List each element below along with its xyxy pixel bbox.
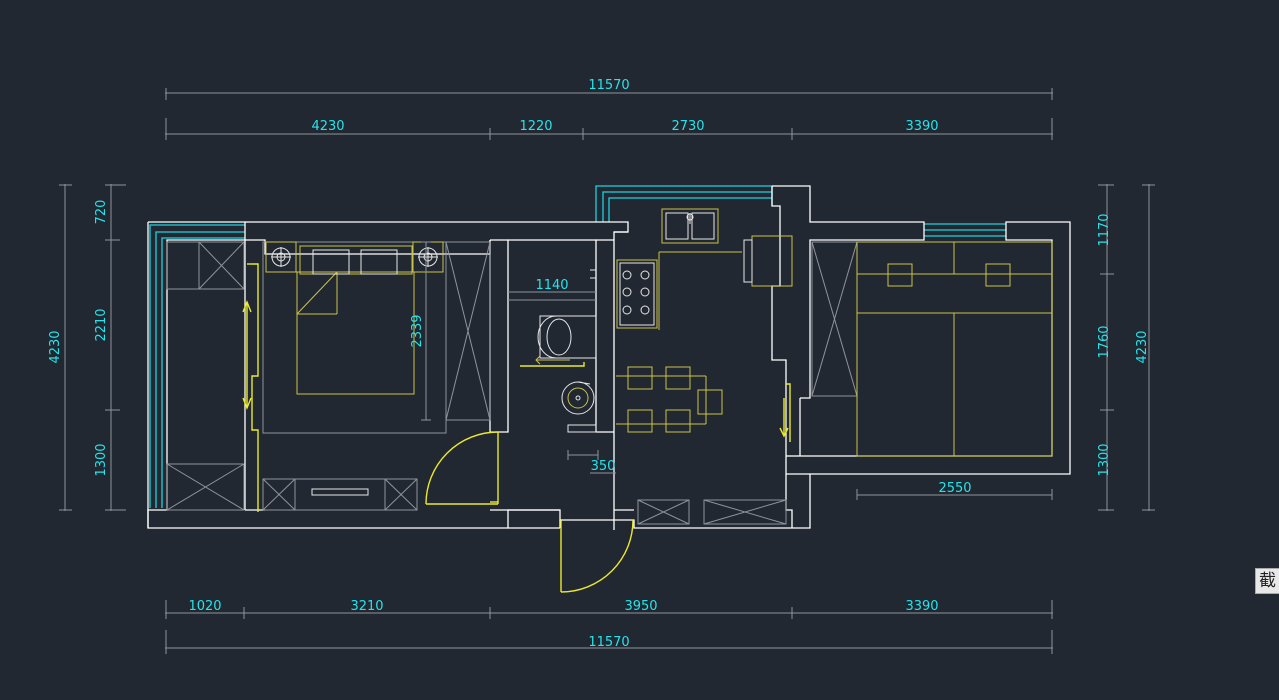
dim-top-2: 1220 [519, 119, 552, 134]
top-dimension-lines [165, 88, 1053, 140]
dim-bath-width: 1140 [535, 278, 568, 293]
screenshot-tool-tab[interactable]: 截 [1255, 568, 1279, 594]
dim-left-2: 2210 [94, 308, 109, 341]
dim-left-total: 4230 [48, 330, 63, 363]
dim-right-1: 1170 [1097, 213, 1112, 246]
bathroom-fixtures [508, 269, 616, 474]
dim-left-1: 720 [94, 200, 109, 225]
dim-sink: 350 [591, 459, 616, 474]
dim-top-total: 11570 [588, 78, 629, 93]
dim-top-4: 3390 [905, 119, 938, 134]
right-dimension-lines [1098, 184, 1155, 511]
dim-bottom-3: 3950 [624, 599, 657, 614]
dim-left-3: 1300 [94, 443, 109, 476]
dimension-labels: 11570 4230 1220 2730 3390 1020 3210 3950… [48, 78, 1150, 650]
dim-right-3: 1300 [1097, 443, 1112, 476]
dim-bed-depth: 2339 [410, 314, 425, 347]
dim-bottom-1: 1020 [188, 599, 221, 614]
dim-bottom-total: 11570 [588, 635, 629, 650]
dim-top-3: 2730 [671, 119, 704, 134]
bottom-dimension-lines [165, 600, 1053, 654]
left-wardrobes [166, 241, 245, 511]
dim-right-2: 1760 [1097, 325, 1112, 358]
windows [149, 185, 1006, 508]
right-room-furniture [811, 241, 1053, 500]
dim-right-total: 4230 [1135, 330, 1150, 363]
bedroom-door [425, 431, 499, 505]
walls [147, 185, 1071, 530]
dim-right-room: 2550 [938, 481, 971, 496]
dim-bottom-2: 3210 [350, 599, 383, 614]
bedroom-furniture [242, 241, 491, 512]
kitchen-fixtures [616, 208, 793, 525]
left-dimension-lines [59, 184, 126, 511]
entrance-door [560, 519, 634, 593]
dim-bottom-4: 3390 [905, 599, 938, 614]
dim-top-1: 4230 [311, 119, 344, 134]
